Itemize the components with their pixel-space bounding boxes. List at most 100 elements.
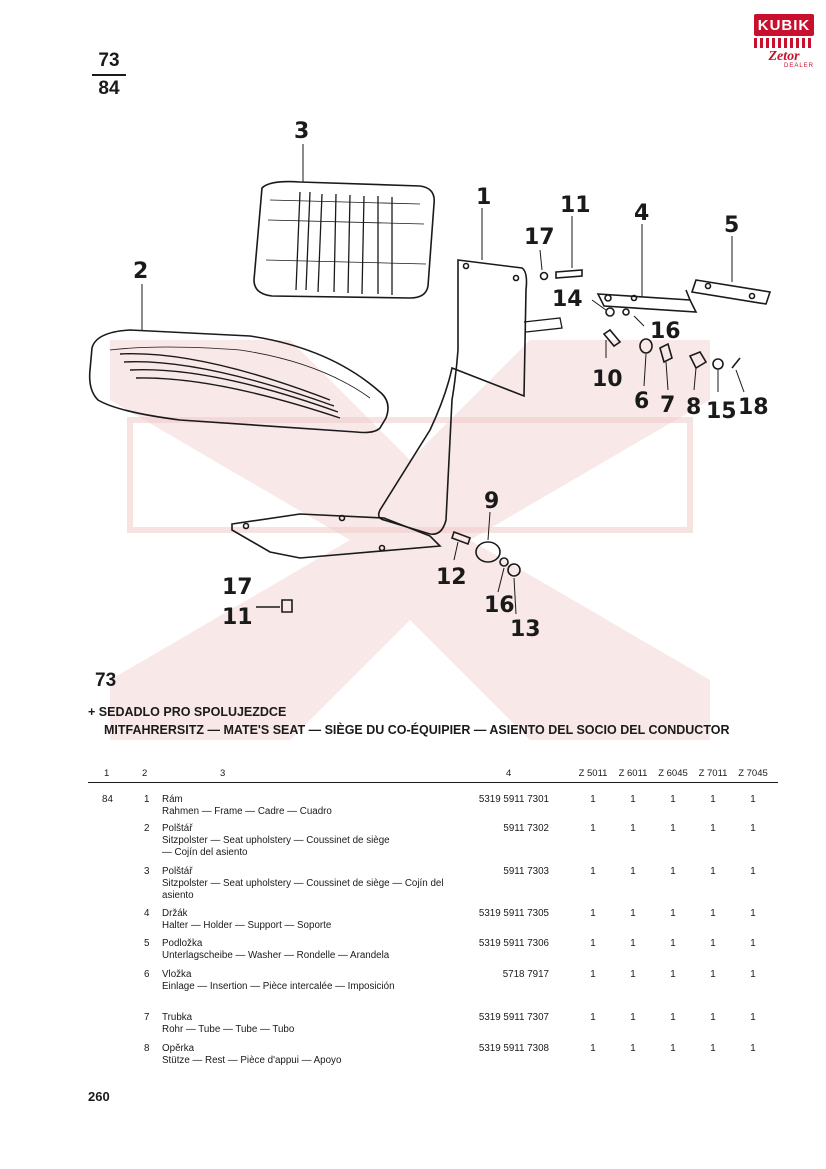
row-name: Držák	[162, 908, 188, 919]
callout-10: 10	[592, 367, 623, 392]
row-qty: 1	[710, 938, 716, 949]
row-pos: 6	[144, 969, 150, 980]
col-header-4: 4	[506, 768, 512, 779]
row-desc-text: Einlage — Insertion — Pièce intercalée —…	[162, 981, 395, 992]
row-part-number: 5319 5911 7301	[478, 794, 549, 805]
row-part-number: 5911 7303	[503, 866, 549, 877]
row-name: Polštář	[162, 866, 193, 877]
col-header-3: 3	[220, 768, 226, 779]
logo-brand: KUBIK	[754, 14, 814, 36]
row-pos: 8	[144, 1043, 150, 1054]
row-qty: 1	[750, 1043, 756, 1054]
callout-18: 18	[738, 395, 769, 420]
group-ref: 84	[102, 794, 113, 805]
row-qty: 1	[750, 794, 756, 805]
row-name: Opěrka	[162, 1043, 195, 1054]
callout-16b: 16	[484, 593, 515, 618]
row-name: Trubka	[162, 1012, 193, 1023]
callout-9: 9	[484, 489, 499, 514]
row-desc-text: Stütze — Rest — Pièce d'appui — Apoyo	[162, 1055, 342, 1066]
col-header-z6045: Z 6045	[658, 768, 688, 779]
callout-3: 3	[294, 119, 309, 144]
row-qty: 1	[750, 1012, 756, 1023]
col-header-z7045: Z 7045	[738, 768, 768, 779]
callout-11: 11	[560, 193, 591, 218]
row-desc-text: Sitzpolster — Seat upholstery — Coussine…	[162, 878, 444, 901]
row-desc: Podložka Unterlagscheibe — Washer — Rond…	[162, 938, 462, 962]
row-part-number: 5319 5911 7305	[478, 908, 549, 919]
page-ref-fraction: 73 84	[92, 50, 126, 100]
logo-stripes	[754, 38, 814, 48]
row-name: Rám	[162, 794, 183, 805]
callout-13: 13	[510, 617, 541, 642]
row-qty: 1	[670, 938, 676, 949]
col-header-z6011: Z 6011	[618, 768, 648, 779]
callout-8: 8	[686, 395, 701, 420]
row-qty: 1	[710, 1012, 716, 1023]
callout-2: 2	[133, 259, 148, 284]
row-qty: 1	[710, 1043, 716, 1054]
row-desc: Polštář Sitzpolster — Seat upholstery — …	[162, 866, 452, 902]
fraction-line	[92, 74, 126, 76]
row-desc-text: Rahmen — Frame — Cadre — Cuadro	[162, 806, 332, 817]
row-qty: 1	[670, 969, 676, 980]
row-qty: 1	[710, 823, 716, 834]
callout-15: 15	[706, 399, 737, 424]
row-pos: 7	[144, 1012, 150, 1023]
row-name: Vložka	[162, 969, 192, 980]
row-qty: 1	[590, 969, 596, 980]
row-qty: 1	[630, 908, 636, 919]
washer-plate	[690, 279, 772, 305]
fraction-bottom: 84	[98, 78, 120, 99]
row-qty: 1	[670, 794, 676, 805]
holder-bracket	[596, 289, 698, 313]
row-qty: 1	[670, 908, 676, 919]
row-qty: 1	[710, 969, 716, 980]
logo-dealer: DEALER	[783, 63, 814, 69]
row-desc: Opěrka Stütze — Rest — Pièce d'appui — A…	[162, 1043, 462, 1067]
row-part-number: 5319 5911 7306	[478, 938, 549, 949]
section-title-cz: + SEDADLO PRO SPOLUJEZDCE	[88, 705, 287, 719]
row-pos: 4	[144, 908, 150, 919]
row-name: Podložka	[162, 938, 203, 949]
row-qty: 1	[750, 823, 756, 834]
callout-12: 12	[436, 565, 467, 590]
row-desc: Držák Halter — Holder — Support — Soport…	[162, 908, 462, 932]
row-qty: 1	[670, 823, 676, 834]
seat-cushion	[88, 329, 389, 434]
col-header-1: 1	[104, 768, 110, 779]
row-qty: 1	[590, 938, 596, 949]
row-qty: 1	[630, 1043, 636, 1054]
callout-labels: 3 2 1 11 17 4 5 14 16 10 6 7 8 15 18 9 1…	[133, 119, 769, 642]
row-desc-text: Rohr — Tube — Tube — Tubo	[162, 1024, 295, 1035]
row-qty: 1	[590, 866, 596, 877]
row-pos: 5	[144, 938, 150, 949]
small-fasteners	[256, 269, 741, 613]
callout-17: 17	[524, 225, 555, 250]
row-qty: 1	[590, 1012, 596, 1023]
row-qty: 1	[710, 794, 716, 805]
row-name: Polštář	[162, 823, 193, 834]
row-qty: 1	[750, 866, 756, 877]
callout-16: 16	[650, 319, 681, 344]
logo-sub: Zetor	[768, 49, 800, 64]
row-desc: Vložka Einlage — Insertion — Pièce inter…	[162, 969, 402, 993]
row-qty: 1	[710, 908, 716, 919]
table-rule	[88, 782, 778, 783]
row-part-number: 5319 5911 7308	[478, 1043, 549, 1054]
row-desc: Trubka Rohr — Tube — Tube — Tubo	[162, 1012, 462, 1036]
col-header-z7011: Z 7011	[698, 768, 728, 779]
row-qty: 1	[630, 938, 636, 949]
row-qty: 1	[670, 866, 676, 877]
callout-17b: 17	[222, 575, 253, 600]
callout-4: 4	[634, 201, 649, 226]
row-desc-text: Unterlagscheibe — Washer — Rondelle — Ar…	[162, 950, 390, 961]
row-qty: 1	[710, 866, 716, 877]
row-qty: 1	[750, 908, 756, 919]
row-qty: 1	[590, 1043, 596, 1054]
callout-11b: 11	[222, 605, 253, 630]
fraction-top: 73	[98, 50, 120, 71]
row-desc: Polštář Sitzpolster — Seat upholstery — …	[162, 823, 402, 859]
callout-7: 7	[660, 393, 675, 418]
row-qty: 1	[630, 969, 636, 980]
